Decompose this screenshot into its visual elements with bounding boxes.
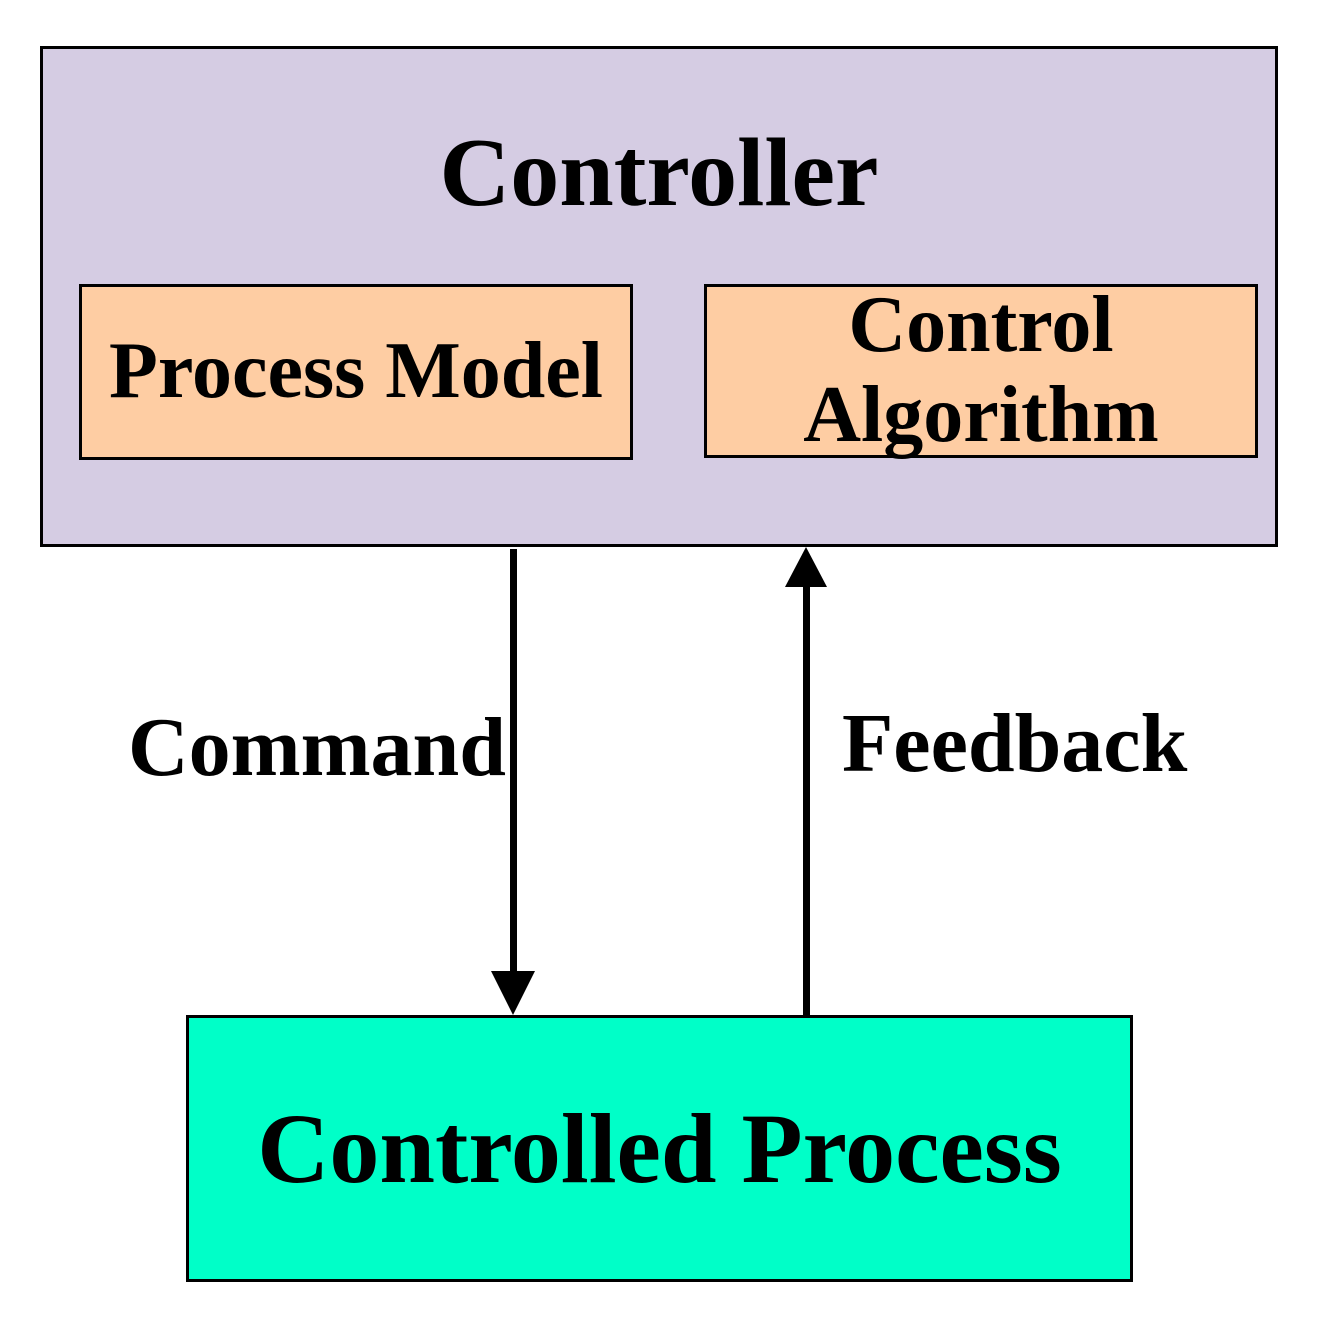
controlled-process-label: Controlled Process	[257, 1092, 1062, 1204]
feedback-arrowhead-up-icon	[785, 547, 827, 587]
feedback-arrow-label: Feedback	[842, 697, 1188, 790]
control-algorithm-label: Control Algorithm	[803, 281, 1159, 459]
command-arrowhead-down-icon	[491, 971, 535, 1015]
controller-box: Controller Process Model Control Algorit…	[40, 46, 1278, 547]
command-arrow-label: Command	[127, 701, 506, 794]
controller-label: Controller	[439, 119, 879, 227]
process-model-box: Process Model	[79, 284, 633, 460]
controlled-process-box: Controlled Process	[186, 1015, 1133, 1282]
command-arrow-line	[510, 549, 517, 973]
control-algorithm-box: Control Algorithm	[704, 281, 1258, 459]
feedback-arrow-line	[803, 583, 810, 1016]
process-model-label: Process Model	[109, 327, 603, 416]
